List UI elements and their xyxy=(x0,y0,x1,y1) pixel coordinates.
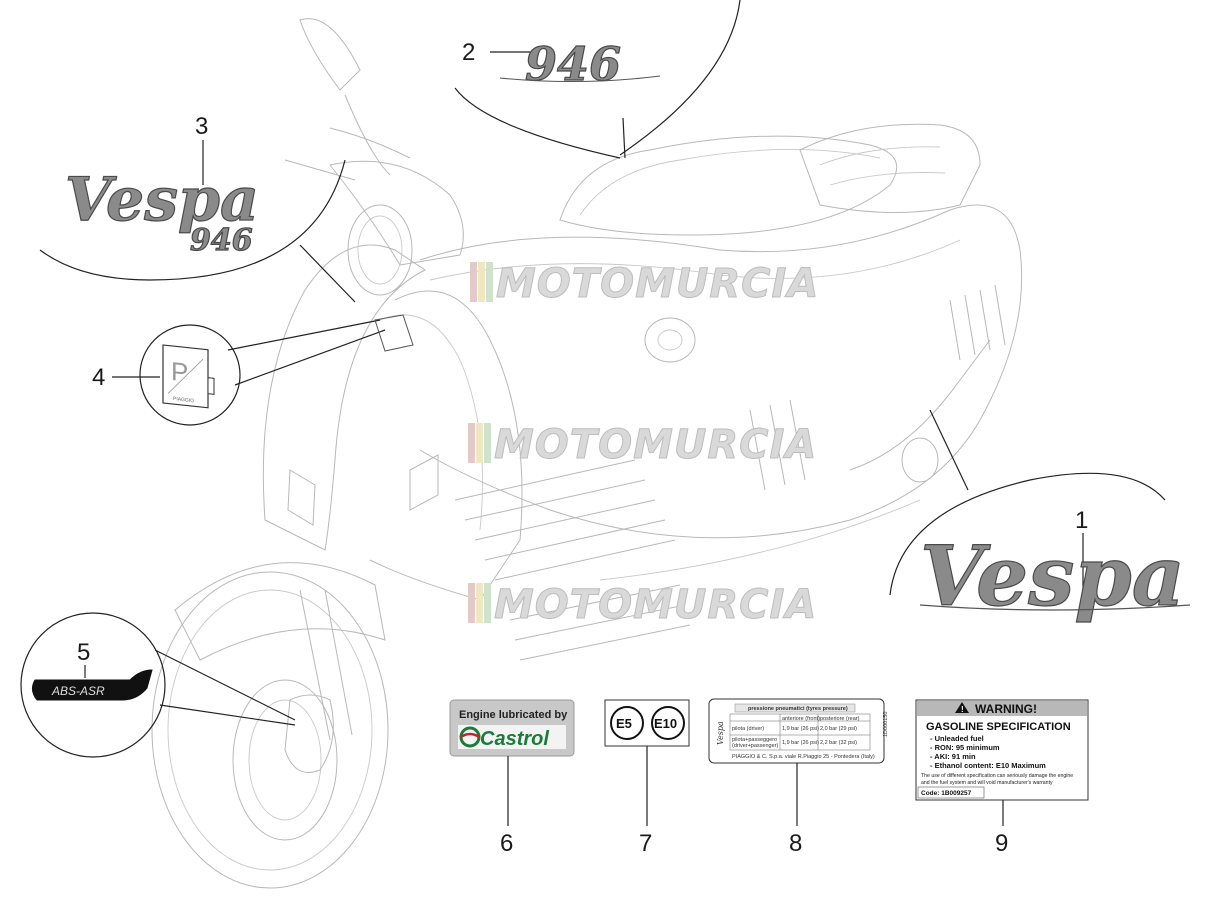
watermark-text-1: MOTOMURCIA xyxy=(496,261,819,307)
callout-number-6: 6 xyxy=(500,830,513,857)
fuel-item-3: - AKI: 91 min xyxy=(930,752,976,761)
callout-5-group: 5 ABS-ASR xyxy=(20,612,296,758)
fuel-item-1: - Unleaded fuel xyxy=(930,734,984,743)
callout-4-circle xyxy=(139,324,241,426)
callout-number-2: 2 xyxy=(462,39,475,66)
callout-7-group: E5 E10 7 xyxy=(604,699,690,857)
fuel-note-1: The use of different specification can s… xyxy=(921,773,1073,779)
callout-number-1: 1 xyxy=(1075,507,1088,534)
callout-1-group: 1 Vespa xyxy=(889,409,1191,626)
badge-letter: P xyxy=(171,356,188,388)
watermark-group: MOTOMURCIA MOTOMURCIA MOTOMURCIA xyxy=(468,261,819,629)
callout-number-5: 5 xyxy=(77,639,90,666)
callout-9-group: ! WARNING! GASOLINE SPECIFICATION - Unle… xyxy=(915,699,1089,857)
tyre-title: pressione pneumatici (tyres pressure) xyxy=(748,706,848,712)
tyre-side-code: 1D000150 xyxy=(883,712,889,737)
callout-3-group: 3 Vespa 946 xyxy=(39,113,356,303)
warning-triangle-icon xyxy=(955,702,969,713)
warning-title: WARNING! xyxy=(975,702,1037,716)
tyre-row2-label-a: pilota+passeggero xyxy=(732,737,777,743)
castrol-line-1: Engine lubricated by xyxy=(459,709,568,721)
callout-number-3: 3 xyxy=(195,113,208,140)
callout-2-group: 2 946 xyxy=(454,0,741,159)
callout-4-group: 4 P PIAGGIO xyxy=(92,314,414,426)
callout-3-bubble-arc xyxy=(39,159,346,281)
badge-brand: PIAGGIO xyxy=(173,396,194,404)
svg-text:!: ! xyxy=(961,705,964,714)
tyre-row1-front: 1,9 bar (26 psi) xyxy=(782,726,819,732)
e5-label: E5 xyxy=(616,716,632,731)
tyre-col-rear: posteriore (rear) xyxy=(820,716,860,722)
gasoline-heading: GASOLINE SPECIFICATION xyxy=(926,721,1071,733)
tyre-row1-rear: 2,0 bar (29 psi) xyxy=(820,726,857,732)
tyre-row2-front: 1,9 bar (26 psi) xyxy=(782,740,819,746)
tyre-vespa-mark: Vespa xyxy=(716,721,725,745)
callout-number-7: 7 xyxy=(639,830,652,857)
callout-8-group: pressione pneumatici (tyres pressure) Ve… xyxy=(708,698,889,857)
callout-number-8: 8 xyxy=(789,830,802,857)
fuel-code: Code: 1B009257 xyxy=(921,790,972,797)
fuel-warning-decal xyxy=(915,699,1089,801)
tyre-row1-label: pilota (driver) xyxy=(732,726,764,732)
abs-asr-decal-text: ABS-ASR xyxy=(51,684,105,698)
watermark-text-3: MOTOMURCIA xyxy=(494,582,817,628)
tyre-col-front: anteriore (front) xyxy=(782,716,820,722)
fuel-item-2: - RON: 95 minimum xyxy=(930,743,1000,752)
fuel-note-2: and the fuel system and will void manufa… xyxy=(921,780,1053,786)
callout-number-9: 9 xyxy=(995,830,1008,857)
callout-1-bubble-arc xyxy=(889,472,1166,596)
castrol-brand: Castrol xyxy=(480,728,549,750)
callout-number-4: 4 xyxy=(92,364,105,391)
fuel-item-4: - Ethanol content: E10 Maximum xyxy=(930,761,1046,770)
tyre-row2-rear: 2,2 bar (32 psi) xyxy=(820,740,857,746)
scooter-illustration xyxy=(151,18,1023,889)
logo-vespa-side: Vespa xyxy=(920,529,1185,625)
callout-2-leader xyxy=(622,117,626,159)
callout-2-bubble-arc-left xyxy=(454,87,621,159)
callout-2-bubble-arc xyxy=(619,0,741,156)
e10-label: E10 xyxy=(654,716,677,731)
callout-6-group: Engine lubricated by Castrol 6 xyxy=(449,699,575,857)
logo-vespa-front: Vespa xyxy=(65,165,259,235)
logo-946-top: 946 xyxy=(525,37,621,91)
tyre-footer: PIAGGIO & C. S.p.a. viale R.Piaggio 25 -… xyxy=(732,754,875,760)
watermark-text-2: MOTOMURCIA xyxy=(494,422,817,468)
tyre-row2-label-b: (driver+passenger) xyxy=(732,743,778,749)
logo-946-front: 946 xyxy=(190,223,253,258)
callout-5-circle xyxy=(20,612,166,758)
